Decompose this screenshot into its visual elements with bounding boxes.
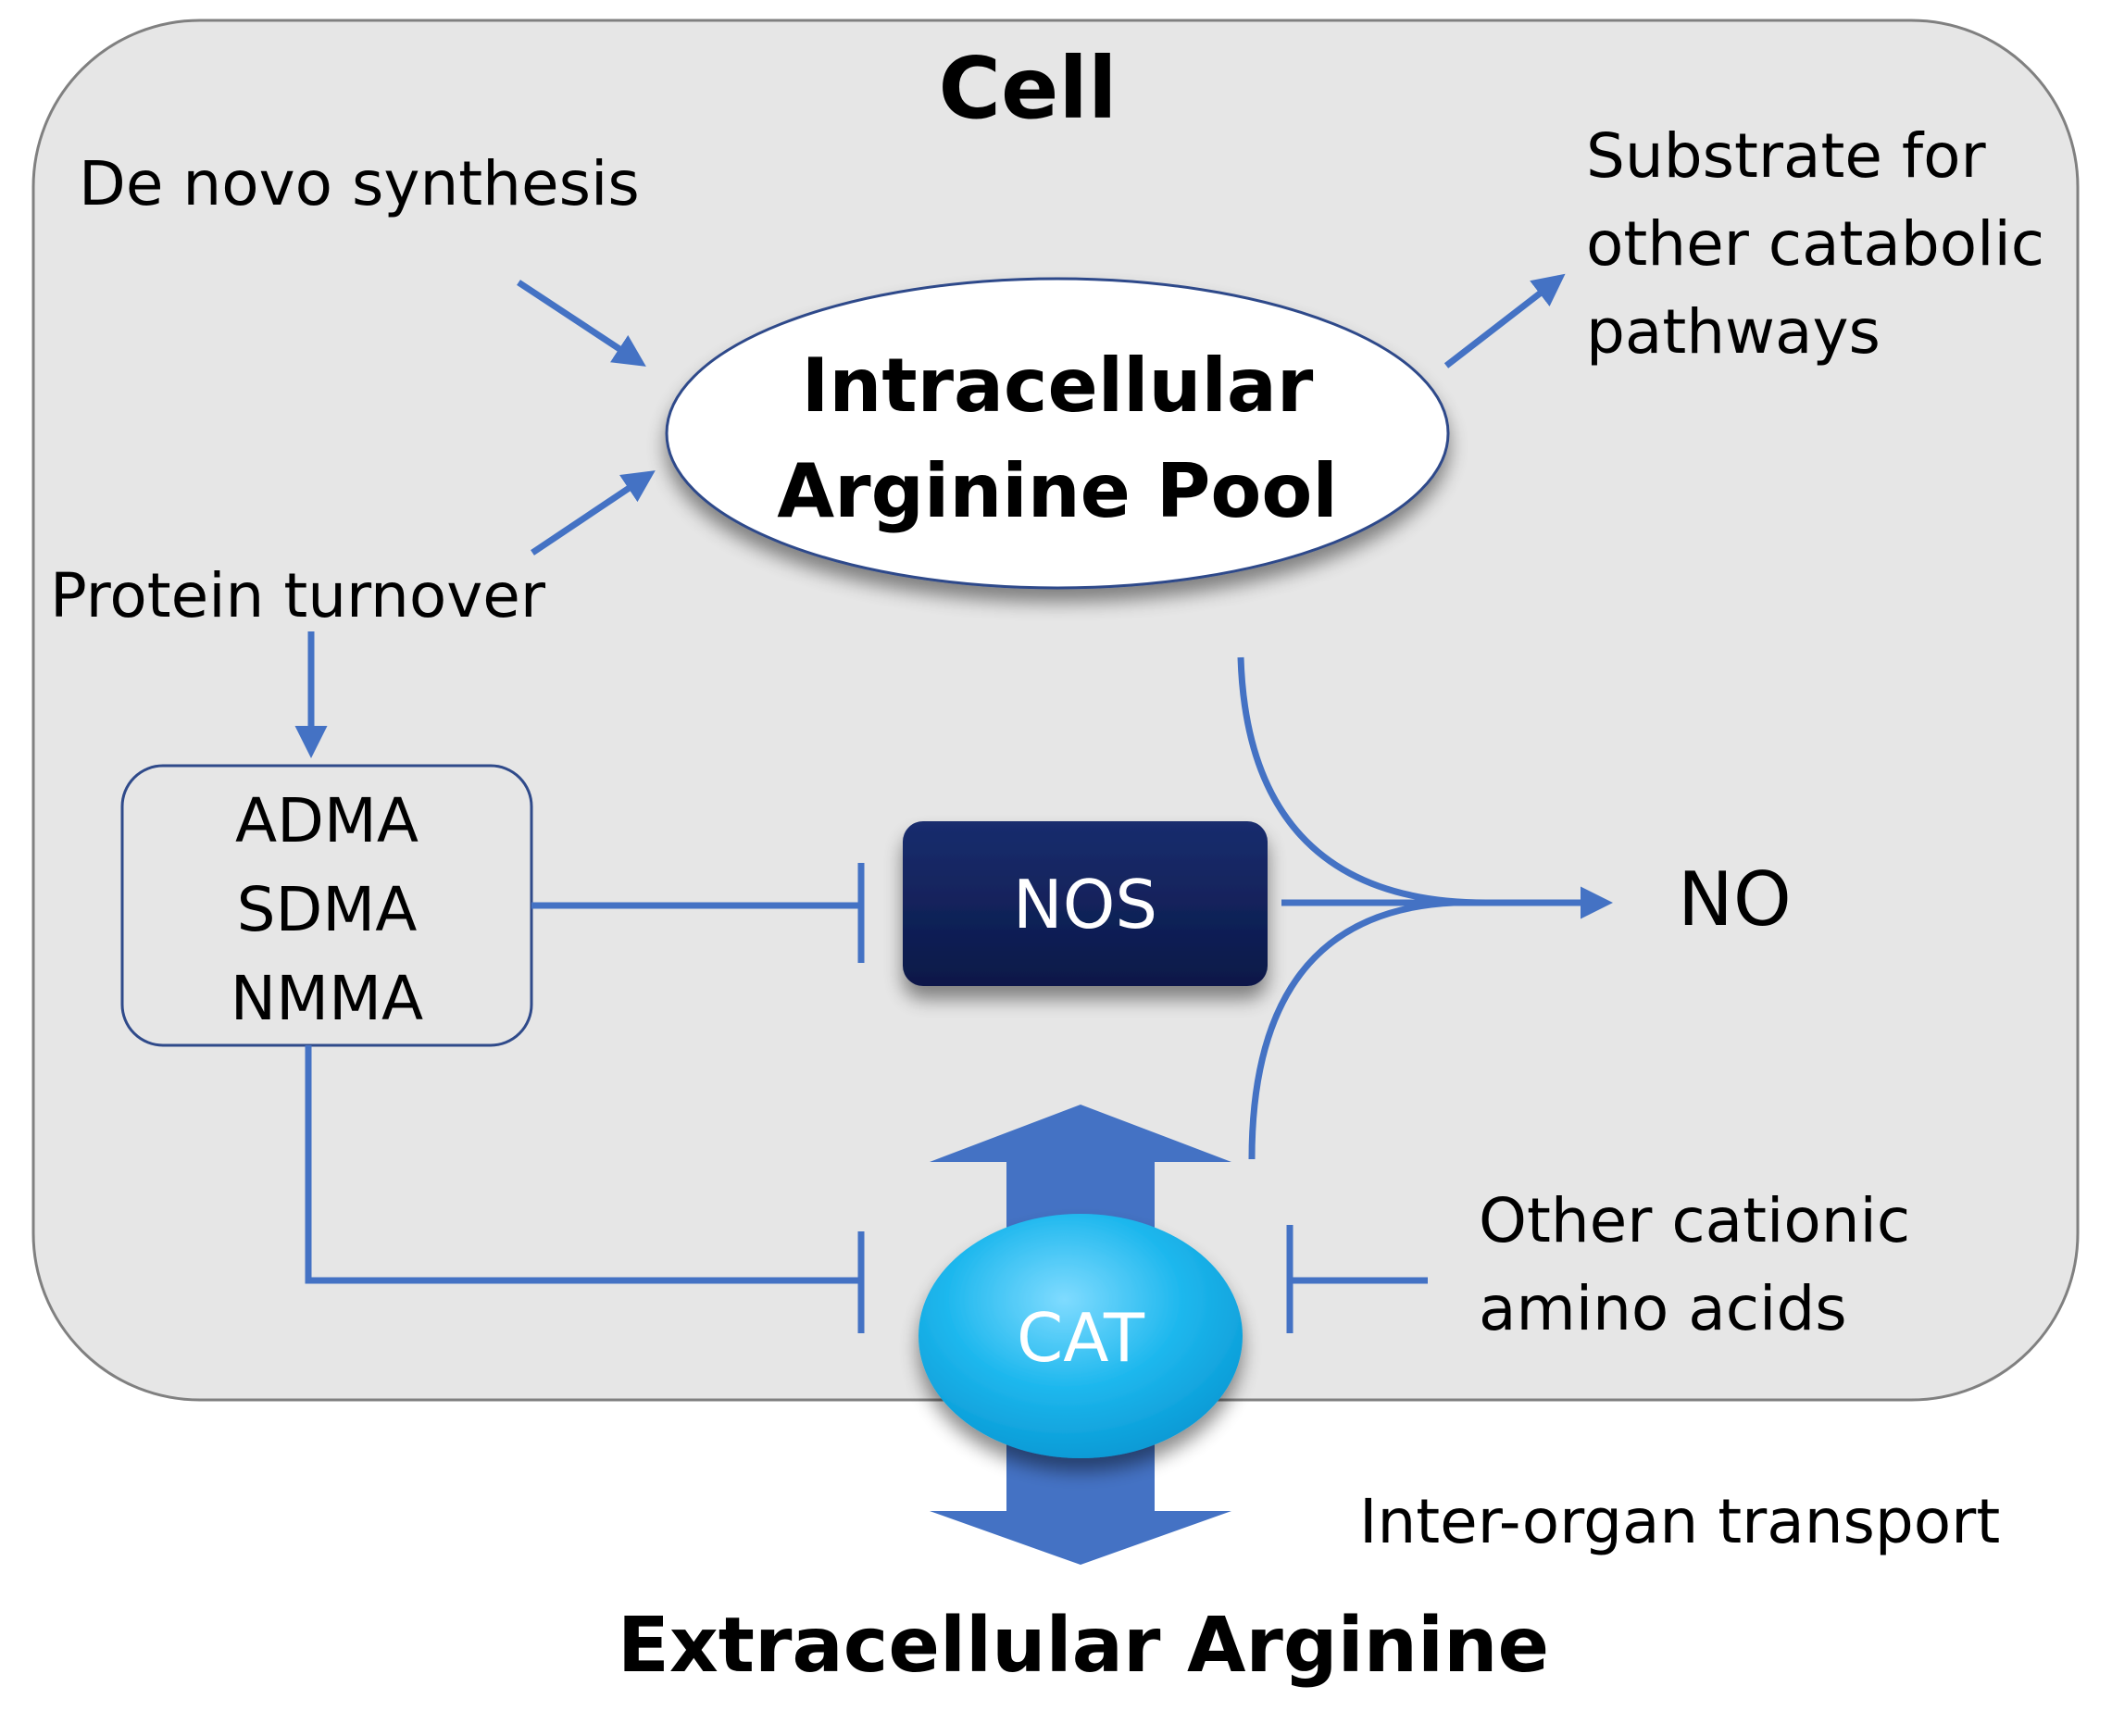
transport-label: Inter-organ transport (1359, 1486, 2001, 1557)
extracellular-label: Extracellular Arginine (617, 1602, 1550, 1690)
pool-label-line1: Intracellular (801, 343, 1314, 429)
curve-cat-to-no (1248, 899, 1455, 1160)
inhibitor-sdma: SDMA (236, 874, 418, 945)
cat-label: CAT (1017, 1299, 1144, 1377)
cat-transporter-ellipse (919, 1214, 1243, 1458)
arrow-protein-turnover-to-pool (531, 470, 656, 556)
protein-turnover-label: Protein turnover (50, 560, 546, 631)
competitors-line1: Other cationic (1479, 1185, 1911, 1256)
competitors-line2: amino acids (1479, 1273, 1847, 1344)
pool-label-line2: Arginine Pool (777, 448, 1338, 534)
arrow-de-novo-to-pool (517, 280, 646, 367)
de-novo-label: De novo synthesis (79, 148, 640, 219)
substrate-line2: other catabolic (1586, 208, 2045, 280)
arginine-pool-ellipse (665, 277, 1450, 590)
substrate-line3: pathways (1586, 296, 1881, 368)
nos-enzyme-box (903, 821, 1268, 986)
cell-title: Cell (938, 39, 1118, 138)
inhibitor-adma: ADMA (234, 785, 419, 856)
inhibition-line-to-cat (305, 1045, 861, 1284)
curve-pool-to-no (1237, 656, 1487, 906)
inhibitor-nmma: NMMA (230, 963, 424, 1034)
substrate-line1: Substrate for (1586, 120, 1986, 192)
arrow-pool-to-substrate (1443, 273, 1566, 368)
no-label: NO (1678, 856, 1792, 943)
nos-label: NOS (1012, 866, 1158, 943)
